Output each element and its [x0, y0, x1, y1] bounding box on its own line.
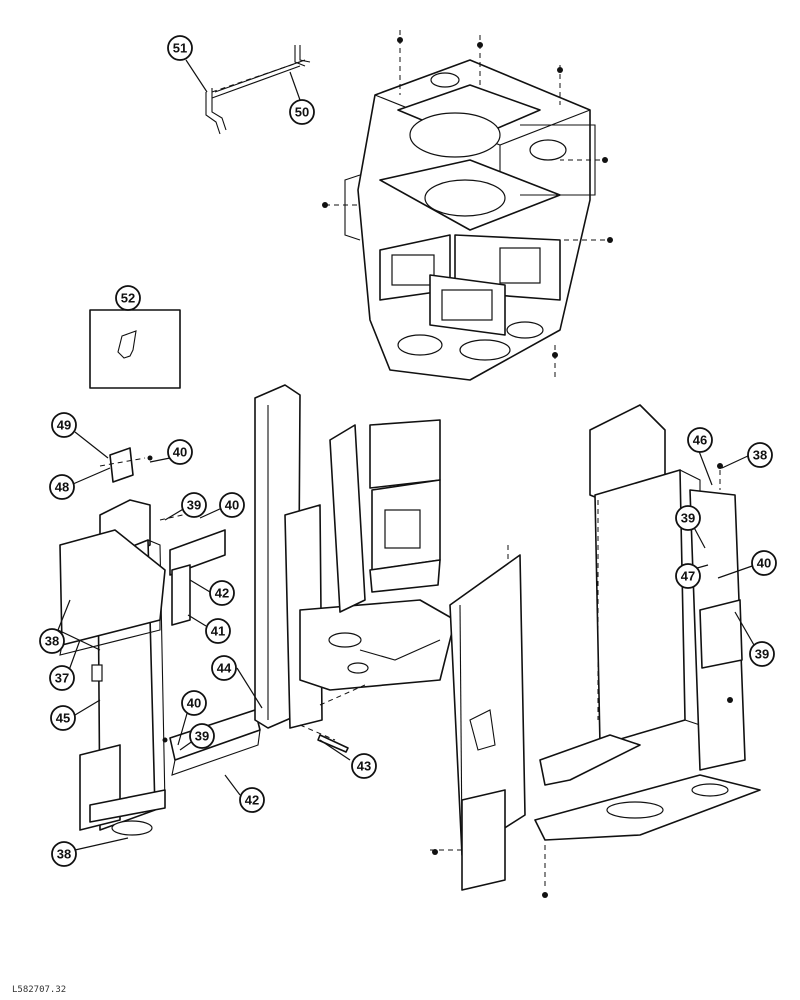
callout-44: 44: [211, 655, 237, 681]
callout-39: 39: [181, 492, 207, 518]
callout-42: 42: [239, 787, 265, 813]
callout-46: 46: [687, 427, 713, 453]
center-post: [254, 384, 456, 753]
callout-52: 52: [115, 285, 141, 311]
callout-43: 43: [351, 753, 377, 779]
callout-40: 40: [219, 492, 245, 518]
svg-text:42: 42: [245, 793, 259, 808]
callout-40: 40: [181, 690, 207, 716]
callout-38: 38: [747, 442, 773, 468]
svg-text:39: 39: [187, 498, 201, 513]
svg-text:39: 39: [195, 729, 209, 744]
svg-text:52: 52: [121, 291, 135, 306]
callout-48: 48: [49, 474, 75, 500]
callout-45: 45: [50, 705, 76, 731]
svg-text:39: 39: [755, 647, 769, 662]
svg-text:38: 38: [45, 634, 59, 649]
svg-text:45: 45: [56, 711, 70, 726]
svg-text:40: 40: [225, 498, 239, 513]
svg-text:39: 39: [681, 511, 695, 526]
callout-41: 41: [205, 618, 231, 644]
svg-text:40: 40: [173, 445, 187, 460]
svg-text:51: 51: [173, 41, 187, 56]
right-post-46-47: [534, 404, 761, 898]
callout-39: 39: [749, 641, 775, 667]
svg-text:47: 47: [681, 569, 695, 584]
svg-text:38: 38: [57, 847, 71, 862]
callout-40: 40: [167, 439, 193, 465]
callout-40: 40: [751, 550, 777, 576]
svg-text:37: 37: [55, 671, 69, 686]
transmission-housing: [322, 30, 613, 381]
svg-text:49: 49: [57, 418, 71, 433]
svg-text:50: 50: [295, 105, 309, 120]
svg-text:48: 48: [55, 480, 69, 495]
callout-51: 51: [167, 35, 193, 61]
decal-52: [89, 309, 181, 389]
callout-39: 39: [675, 505, 701, 531]
callout-42: 42: [209, 580, 235, 606]
callout-39: 39: [189, 723, 215, 749]
svg-text:44: 44: [217, 661, 232, 676]
svg-text:40: 40: [757, 556, 771, 571]
callout-38: 38: [39, 628, 65, 654]
callout-37: 37: [49, 665, 75, 691]
callout-50: 50: [289, 99, 315, 125]
svg-text:42: 42: [215, 586, 229, 601]
callout-38: 38: [51, 841, 77, 867]
left-post-45: [59, 499, 166, 836]
reference-code: L582707.32: [12, 985, 66, 995]
callout-49: 49: [51, 412, 77, 438]
callout-47: 47: [675, 563, 701, 589]
svg-text:46: 46: [693, 433, 707, 448]
svg-text:43: 43: [357, 759, 371, 774]
center-rail: [430, 545, 526, 891]
svg-text:41: 41: [211, 624, 225, 639]
svg-text:40: 40: [187, 696, 201, 711]
handle-rods-50-51: [205, 45, 311, 135]
svg-text:38: 38: [753, 448, 767, 463]
